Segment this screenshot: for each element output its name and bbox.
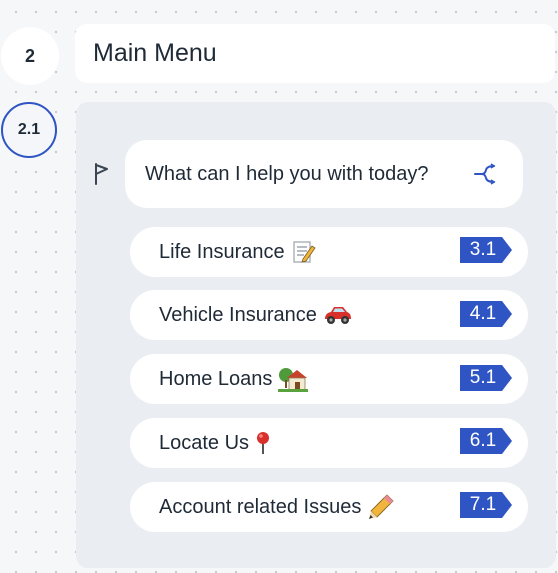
question-message[interactable]: What can I help you with today? <box>125 140 523 208</box>
tag-label: 3.1 <box>469 239 497 260</box>
option-label: Home Loans <box>159 367 273 390</box>
branch-icon[interactable] <box>473 163 497 185</box>
flag-icon <box>95 163 108 185</box>
next-node-tag[interactable]: 4.1 <box>460 301 512 327</box>
car-icon <box>323 304 353 326</box>
house-with-garden-icon <box>278 366 309 392</box>
question-text: What can I help you with today? <box>145 162 429 185</box>
tag-label: 7.1 <box>469 494 497 515</box>
next-node-tag[interactable]: 6.1 <box>460 428 512 454</box>
tag-label: 5.1 <box>469 367 497 388</box>
page-title: Main Menu <box>93 39 217 67</box>
option-label: Vehicle Insurance <box>159 303 317 326</box>
tag-label: 6.1 <box>469 430 497 451</box>
round-pushpin-icon <box>255 430 271 456</box>
current-node-badge[interactable]: 2.1 <box>1 102 57 158</box>
option-label: Account related Issues <box>159 495 362 518</box>
option-label: Life Insurance <box>159 240 285 263</box>
memo-icon <box>291 240 317 264</box>
next-node-tag[interactable]: 7.1 <box>460 492 512 518</box>
main-menu-header[interactable]: Main Menu <box>75 24 555 83</box>
option-label: Locate Us <box>159 431 250 454</box>
pencil-icon <box>367 493 395 521</box>
next-node-tag[interactable]: 5.1 <box>460 365 512 391</box>
tag-label: 4.1 <box>469 303 497 324</box>
next-node-tag[interactable]: 3.1 <box>460 237 512 263</box>
parent-node-badge[interactable]: 2 <box>1 27 59 85</box>
